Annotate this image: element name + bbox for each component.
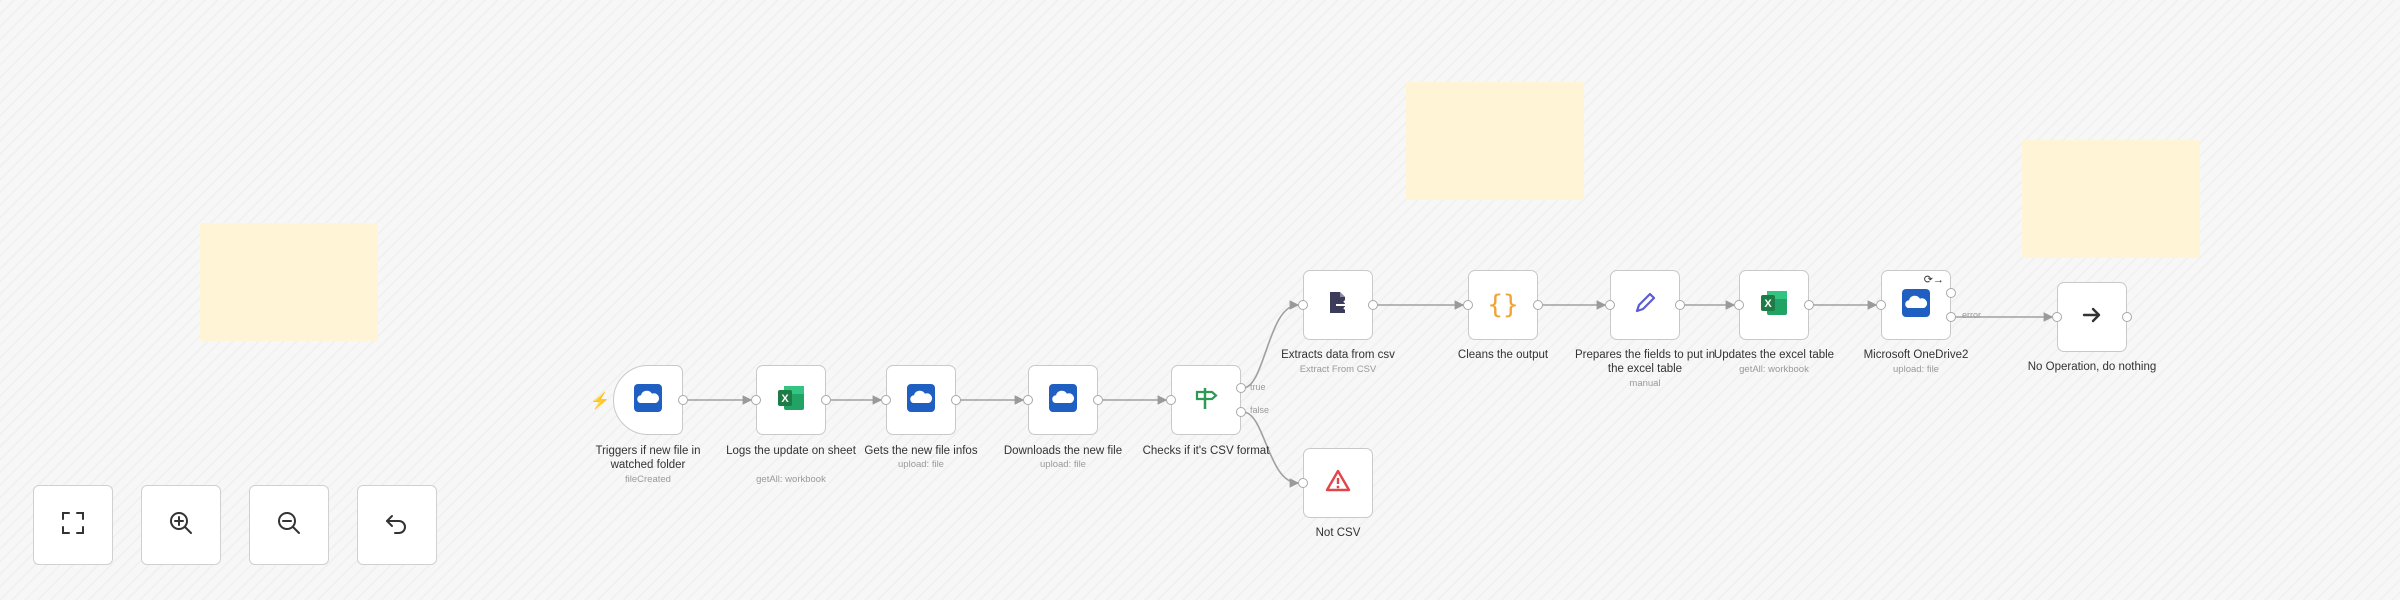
output-port[interactable]: [2122, 312, 2132, 322]
node-title: Gets the new file infos: [864, 445, 978, 457]
node-trigger-new-file[interactable]: [613, 365, 688, 435]
node-subtitle: fileCreated: [625, 474, 671, 485]
input-port[interactable]: [1298, 478, 1308, 488]
node-subtitle: Extract From CSV: [1299, 364, 1377, 375]
signpost-icon: [1192, 384, 1220, 417]
node-subtitle: manual: [1629, 378, 1661, 389]
zoom-in-button[interactable]: [141, 485, 221, 565]
node-downloads-file[interactable]: [1023, 365, 1103, 435]
output-port[interactable]: [678, 395, 688, 405]
excel-icon: X: [776, 384, 806, 417]
zoom-to-fit-button[interactable]: [33, 485, 113, 565]
output-port[interactable]: [1804, 300, 1814, 310]
zoom-out-icon: [275, 509, 303, 542]
connection-line: [1242, 300, 1300, 389]
node-subtitle: upload: file: [1893, 364, 1939, 375]
node-title: Updates the excel table: [1713, 349, 1835, 361]
input-port[interactable]: [1734, 300, 1744, 310]
input-port[interactable]: [1023, 395, 1033, 405]
arrow-right-icon: [2080, 303, 2104, 332]
input-port[interactable]: [751, 395, 761, 405]
warning-icon: [1324, 467, 1352, 500]
zoom-out-button[interactable]: [249, 485, 329, 565]
node-updates-excel[interactable]: X: [1734, 270, 1814, 340]
node-not-csv[interactable]: [1298, 448, 1373, 518]
node-gets-file-infos[interactable]: [881, 365, 961, 435]
node-extract-csv[interactable]: [1298, 270, 1378, 340]
retry-badge-icon: ⟳→: [1923, 274, 1944, 286]
zoom-in-icon: [167, 509, 195, 542]
node-subtitle: getAll: workbook: [1739, 364, 1809, 375]
node-prepares-fields[interactable]: [1605, 270, 1685, 340]
node-subtitle: upload: file: [1040, 459, 1086, 470]
input-port[interactable]: [1463, 300, 1473, 310]
output-port[interactable]: [951, 395, 961, 405]
reset-zoom-button[interactable]: [357, 485, 437, 565]
sticky-note[interactable]: [2022, 140, 2200, 258]
file-extract-icon: [1324, 289, 1352, 322]
input-port[interactable]: [881, 395, 891, 405]
output-port[interactable]: [1533, 300, 1543, 310]
node-checks-csv[interactable]: [1166, 365, 1246, 435]
svg-text:X: X: [781, 393, 789, 405]
output-port[interactable]: [1093, 395, 1103, 405]
onedrive-icon: [1049, 383, 1077, 417]
node-title: Cleans the output: [1457, 349, 1549, 361]
error-output-label: error: [1962, 310, 1982, 320]
output-port-false[interactable]: [1236, 407, 1246, 417]
node-onedrive2[interactable]: ⟳→: [1876, 270, 1956, 340]
sticky-note[interactable]: [200, 223, 378, 341]
input-port[interactable]: [1876, 300, 1886, 310]
input-port[interactable]: [1166, 395, 1176, 405]
output-port[interactable]: [821, 395, 831, 405]
output-port-true[interactable]: [1236, 383, 1246, 393]
node-title: Microsoft OneDrive2: [1863, 349, 1969, 361]
node-title: Checks if it's CSV format: [1142, 445, 1270, 457]
node-title: Downloads the new file: [1003, 445, 1123, 457]
input-port[interactable]: [2052, 312, 2062, 322]
onedrive-icon: [1902, 288, 1930, 322]
sticky-note[interactable]: [1406, 82, 1584, 200]
node-cleans-output[interactable]: {}: [1463, 270, 1543, 340]
node-title: Logs the update on sheet: [726, 445, 856, 457]
node-title: Extracts data from csv: [1281, 349, 1395, 361]
output-port[interactable]: [1368, 300, 1378, 310]
undo-icon: [383, 509, 411, 542]
node-no-operation[interactable]: [2052, 282, 2132, 352]
node-title: Triggers if new file in watched folder: [595, 445, 701, 471]
output-port-error[interactable]: [1946, 312, 1956, 322]
branch-label-false: false: [1250, 405, 1270, 415]
node-subtitle: getAll: workbook: [756, 474, 826, 485]
node-title: Prepares the fields to put in the excel …: [1575, 349, 1715, 375]
branch-label-true: true: [1250, 382, 1266, 392]
code-braces-icon: {}: [1487, 290, 1519, 320]
input-port[interactable]: [1605, 300, 1615, 310]
onedrive-icon: [907, 383, 935, 417]
fullscreen-icon: [59, 509, 87, 542]
onedrive-icon: [634, 383, 662, 417]
trigger-marker-icon: ⚡: [590, 393, 610, 410]
output-port[interactable]: [1675, 300, 1685, 310]
input-port[interactable]: [1298, 300, 1308, 310]
output-port-success[interactable]: [1946, 288, 1956, 298]
node-title: Not CSV: [1315, 527, 1361, 539]
excel-icon: X: [1759, 289, 1789, 322]
node-logs-update[interactable]: X: [751, 365, 831, 435]
node-subtitle: upload: file: [898, 459, 944, 470]
node-title: No Operation, do nothing: [2027, 361, 2157, 373]
svg-text:X: X: [1764, 298, 1772, 310]
pencil-icon: [1631, 289, 1659, 322]
